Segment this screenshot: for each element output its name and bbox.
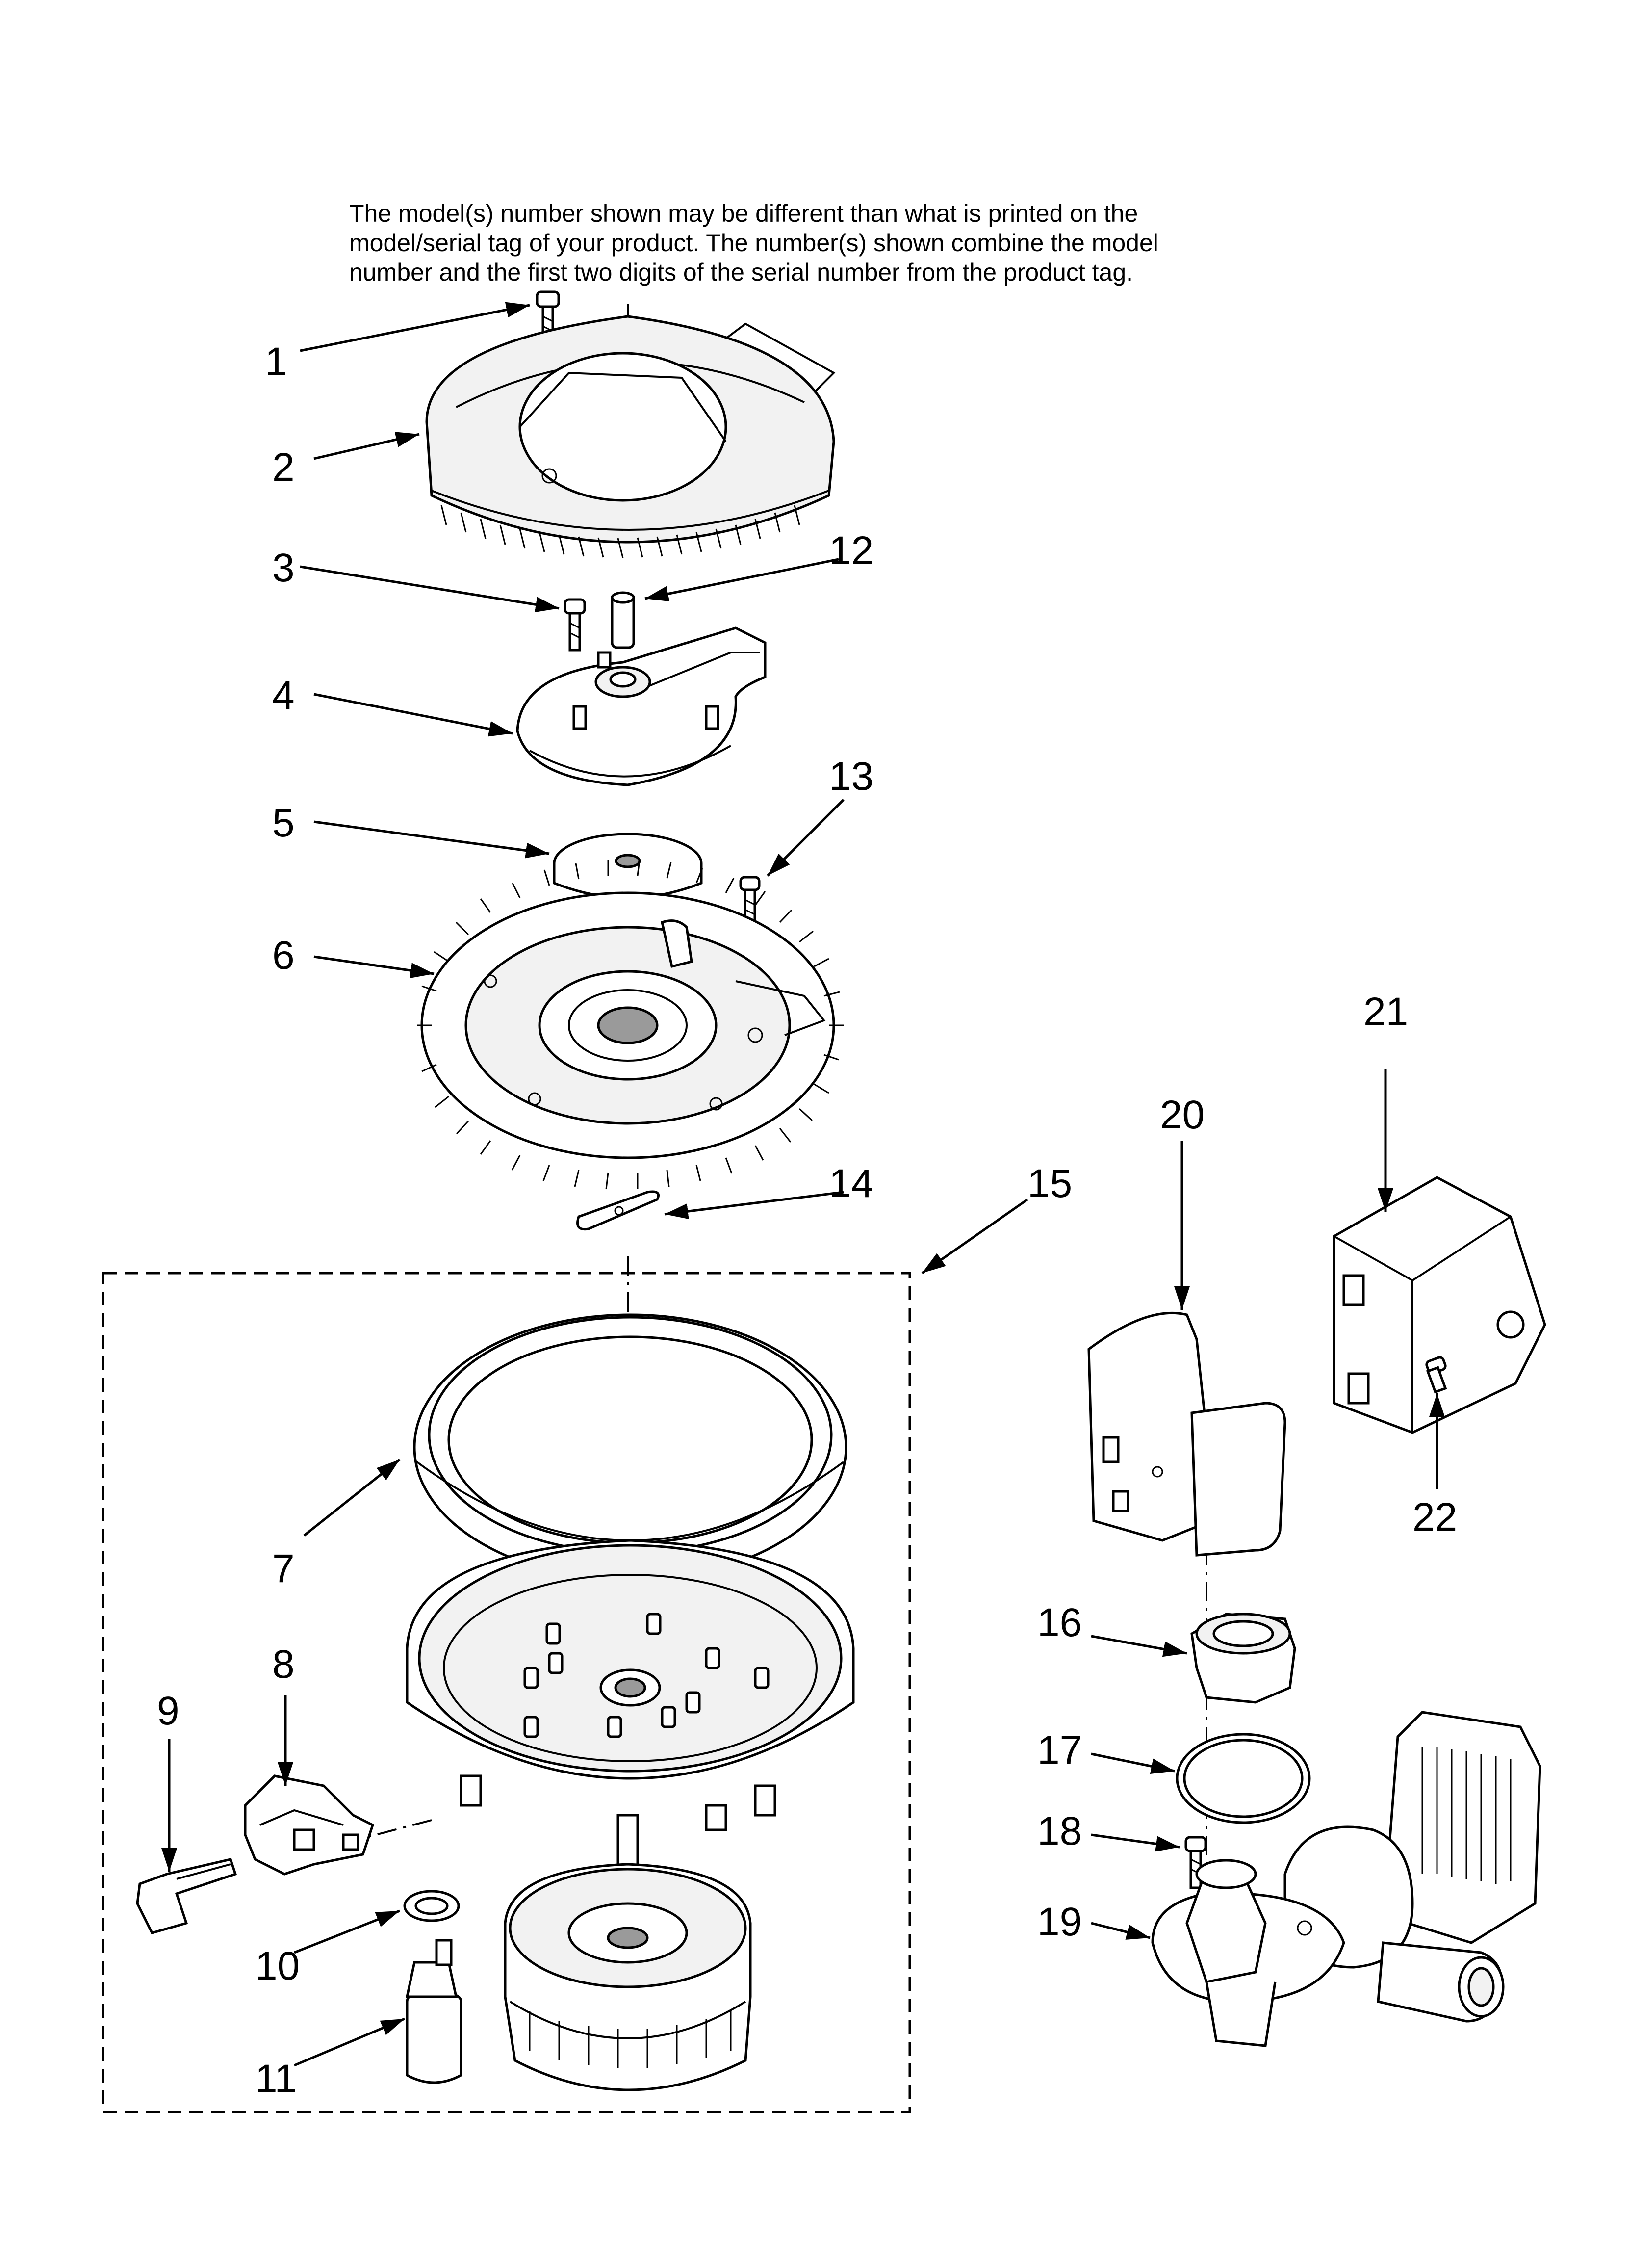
leader-lines: [161, 302, 1445, 2067]
note-line-3: number and the first two digits of the s…: [349, 259, 1133, 286]
note-line-2: model/serial tag of your product. The nu…: [349, 229, 1158, 257]
part-21-electrical-box: [1333, 1176, 1546, 1434]
leader-10: [294, 1909, 400, 1954]
part-7-gasket-ring: [413, 1313, 847, 1581]
leader-1: [300, 302, 530, 352]
callout-3: 3: [272, 546, 295, 590]
part-8-sensor-bracket: [244, 1774, 375, 1876]
callout-8: 8: [272, 1642, 295, 1687]
leader-2: [313, 432, 420, 460]
leader-4: [313, 693, 513, 737]
part-20-bracket: [1087, 1311, 1286, 1557]
part-3-screw: [564, 598, 586, 652]
leader-15: [921, 1198, 1028, 1275]
leader-5: [313, 820, 550, 859]
part-sump-base: [406, 1539, 855, 1831]
pump-motor-assembly-15-box: [102, 1272, 911, 2113]
part-16-drain-cap: [1190, 1613, 1296, 1704]
part-19-drain-pump: [1151, 1711, 1541, 2047]
callout-11: 11: [255, 2057, 297, 2101]
part-2-cover: [425, 315, 836, 558]
callout-21: 21: [1363, 990, 1408, 1034]
callout-9: 9: [157, 1689, 180, 1733]
leader-3: [300, 565, 560, 613]
part-motor: [504, 1814, 752, 2091]
callout-18: 18: [1037, 1809, 1082, 1853]
note-line-1: The model(s) number shown may be differe…: [349, 200, 1138, 227]
part-4-pump-housing: [516, 626, 767, 786]
part-6-chopper-housing: [417, 860, 844, 1190]
leader-6: [313, 955, 435, 979]
callout-7: 7: [272, 1546, 295, 1591]
callout-19: 19: [1037, 1900, 1082, 1944]
callout-10: 10: [255, 1944, 300, 1988]
callout-17: 17: [1037, 1728, 1082, 1773]
leader-19: [1091, 1922, 1151, 1940]
part-17-o-ring: [1176, 1733, 1311, 1824]
callout-numbers: 1 2 3 12 4 5 13 6 14 15 7 8 9 10 11 20 2…: [157, 339, 1457, 2101]
model-number-note: The model(s) number shown may be differe…: [349, 200, 1158, 286]
part-9-sensor: [136, 1858, 237, 1934]
leader-13: [767, 799, 845, 877]
callout-12: 12: [829, 528, 873, 573]
leader-14: [664, 1191, 844, 1220]
callout-2: 2: [272, 445, 295, 490]
leader-11: [294, 2017, 405, 2067]
part-14-chopper-blade: [576, 1190, 660, 1231]
callout-20: 20: [1160, 1093, 1205, 1137]
part-10-o-ring: [403, 1890, 460, 1922]
callout-1: 1: [265, 339, 287, 384]
leader-17: [1091, 1752, 1175, 1774]
callout-22: 22: [1412, 1495, 1457, 1539]
callout-4: 4: [272, 673, 295, 718]
callout-16: 16: [1037, 1600, 1082, 1645]
leader-7: [303, 1459, 401, 1537]
part-22-screw: [1425, 1356, 1447, 1394]
part-12-pin: [611, 591, 635, 649]
callout-14: 14: [829, 1161, 873, 1206]
leader-12: [644, 558, 839, 602]
part-5-impeller: [553, 833, 703, 899]
callout-15: 15: [1027, 1161, 1072, 1206]
leader-18: [1091, 1833, 1180, 1852]
callout-6: 6: [272, 933, 295, 978]
part-13-screw: [739, 876, 761, 926]
callout-13: 13: [829, 754, 873, 799]
leader-16: [1091, 1635, 1187, 1657]
part-11-valve: [405, 1939, 462, 2084]
callout-5: 5: [272, 801, 295, 845]
